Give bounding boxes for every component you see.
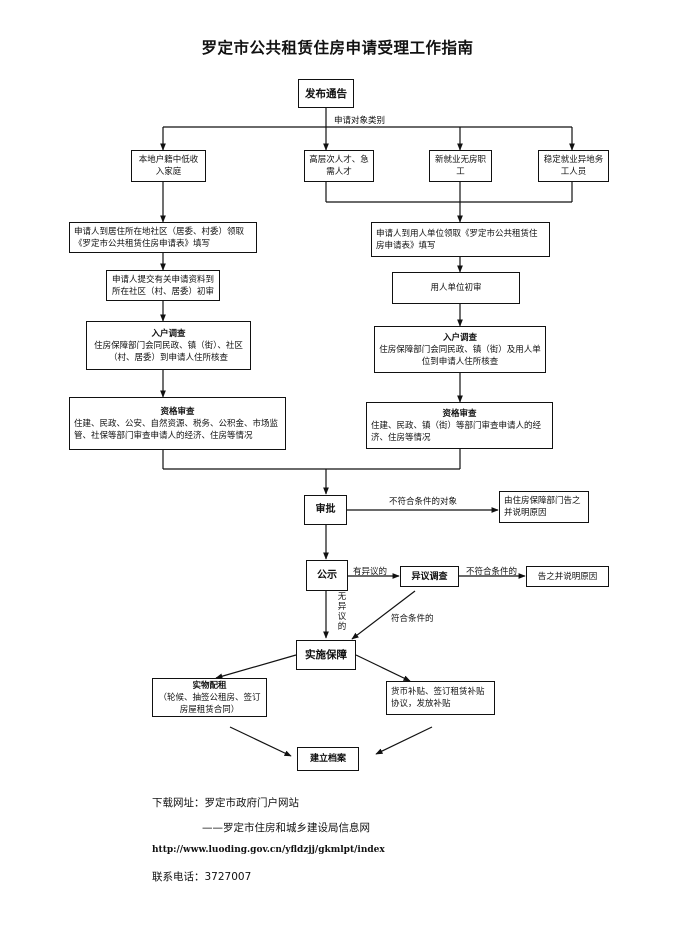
left-submit-box: 申请人提交有关申请资料到所在社区（村、居委）初审 — [106, 270, 220, 301]
right-qualification-title: 资格审查 — [442, 408, 477, 419]
right-apply-box: 申请人到用人单位领取《罗定市公共租赁住房申请表》填写 — [371, 222, 550, 257]
publicize-box: 公示 — [306, 560, 348, 591]
left-qualification-box: 资格审查 住建、民政、公安、自然资源、税务、公积金、市场监管、社保等部门审查申请… — [69, 397, 286, 450]
no-objection-label: 无异议的 — [337, 592, 347, 632]
category-talent-box: 高层次人才、急需人才 — [304, 150, 374, 182]
left-qualification-title: 资格审查 — [160, 406, 195, 417]
right-unit-box: 用人单位初审 — [392, 272, 520, 304]
not-qualified-label: 不符合条件的 — [466, 567, 518, 577]
download-url[interactable]: http://www.luoding.gov.cn/yfldzjj/gkmlpt… — [152, 845, 385, 855]
physical-rent-body: （轮候、抽签公租房、签订房屋租赁合同） — [158, 692, 261, 715]
implement-box: 实施保障 — [296, 640, 356, 670]
right-survey-title: 入户调查 — [442, 332, 477, 343]
left-qualification-body: 住建、民政、公安、自然资源、税务、公积金、市场监管、社保等部门审查申请人的经济、… — [74, 418, 279, 441]
qualified-label: 符合条件的 — [391, 614, 434, 624]
right-qualification-box: 资格审查 住建、民政、镇（街）等部门审查申请人的经济、住房等情况 — [366, 402, 553, 449]
category-local-box: 本地户籍中低收入家庭 — [131, 150, 206, 182]
approve-box: 审批 — [304, 495, 347, 525]
bureau-site: ——罗定市住房和城乡建设局信息网 — [202, 822, 370, 834]
tell-reason-box: 告之并说明原因 — [526, 566, 609, 587]
download-site: 下载网址：罗定市政府门户网站 — [152, 797, 299, 809]
right-survey-body: 住房保障部门会同民政、镇（街）及用人单位到申请人住所核查 — [379, 344, 541, 367]
left-survey-title: 入户调查 — [151, 328, 186, 339]
announce-box: 发布通告 — [298, 79, 354, 108]
page-title: 罗定市公共租赁住房申请受理工作指南 — [201, 39, 474, 57]
notify-reason-box: 由住房保障部门告之并说明原因 — [499, 491, 589, 523]
archive-box: 建立档案 — [297, 747, 359, 771]
physical-rent-box: 实物配租 （轮候、抽签公租房、签订房屋租赁合同） — [152, 678, 267, 717]
right-survey-box: 入户调查 住房保障部门会同民政、镇（街）及用人单位到申请人住所核查 — [374, 326, 546, 373]
left-survey-body: 住房保障部门会同民政、镇（街）、社区（村、居委）到申请人住所核查 — [94, 340, 243, 363]
objection-label: 有异议的 — [353, 567, 388, 577]
left-survey-box: 入户调查 住房保障部门会同民政、镇（街）、社区（村、居委）到申请人住所核查 — [86, 321, 251, 370]
right-qualification-body: 住建、民政、镇（街）等部门审查申请人的经济、住房等情况 — [371, 420, 542, 443]
category-migrant-box: 稳定就业异地务工人员 — [538, 150, 609, 182]
reject-label: 不符合条件的对象 — [389, 497, 458, 507]
category-new-worker-box: 新就业无房职工 — [429, 150, 492, 182]
objection-survey-box: 异议调查 — [400, 566, 459, 587]
category-label: 申请对象类别 — [334, 116, 386, 126]
subsidy-box: 货币补贴、签订租赁补贴协议，发放补贴 — [386, 681, 495, 715]
left-apply-box: 申请人到居住所在地社区（居委、村委）领取《罗定市公共租赁住房申请表》填写 — [69, 222, 257, 253]
contact-phone: 联系电话：3727007 — [152, 871, 252, 883]
physical-rent-title: 实物配租 — [192, 680, 227, 691]
